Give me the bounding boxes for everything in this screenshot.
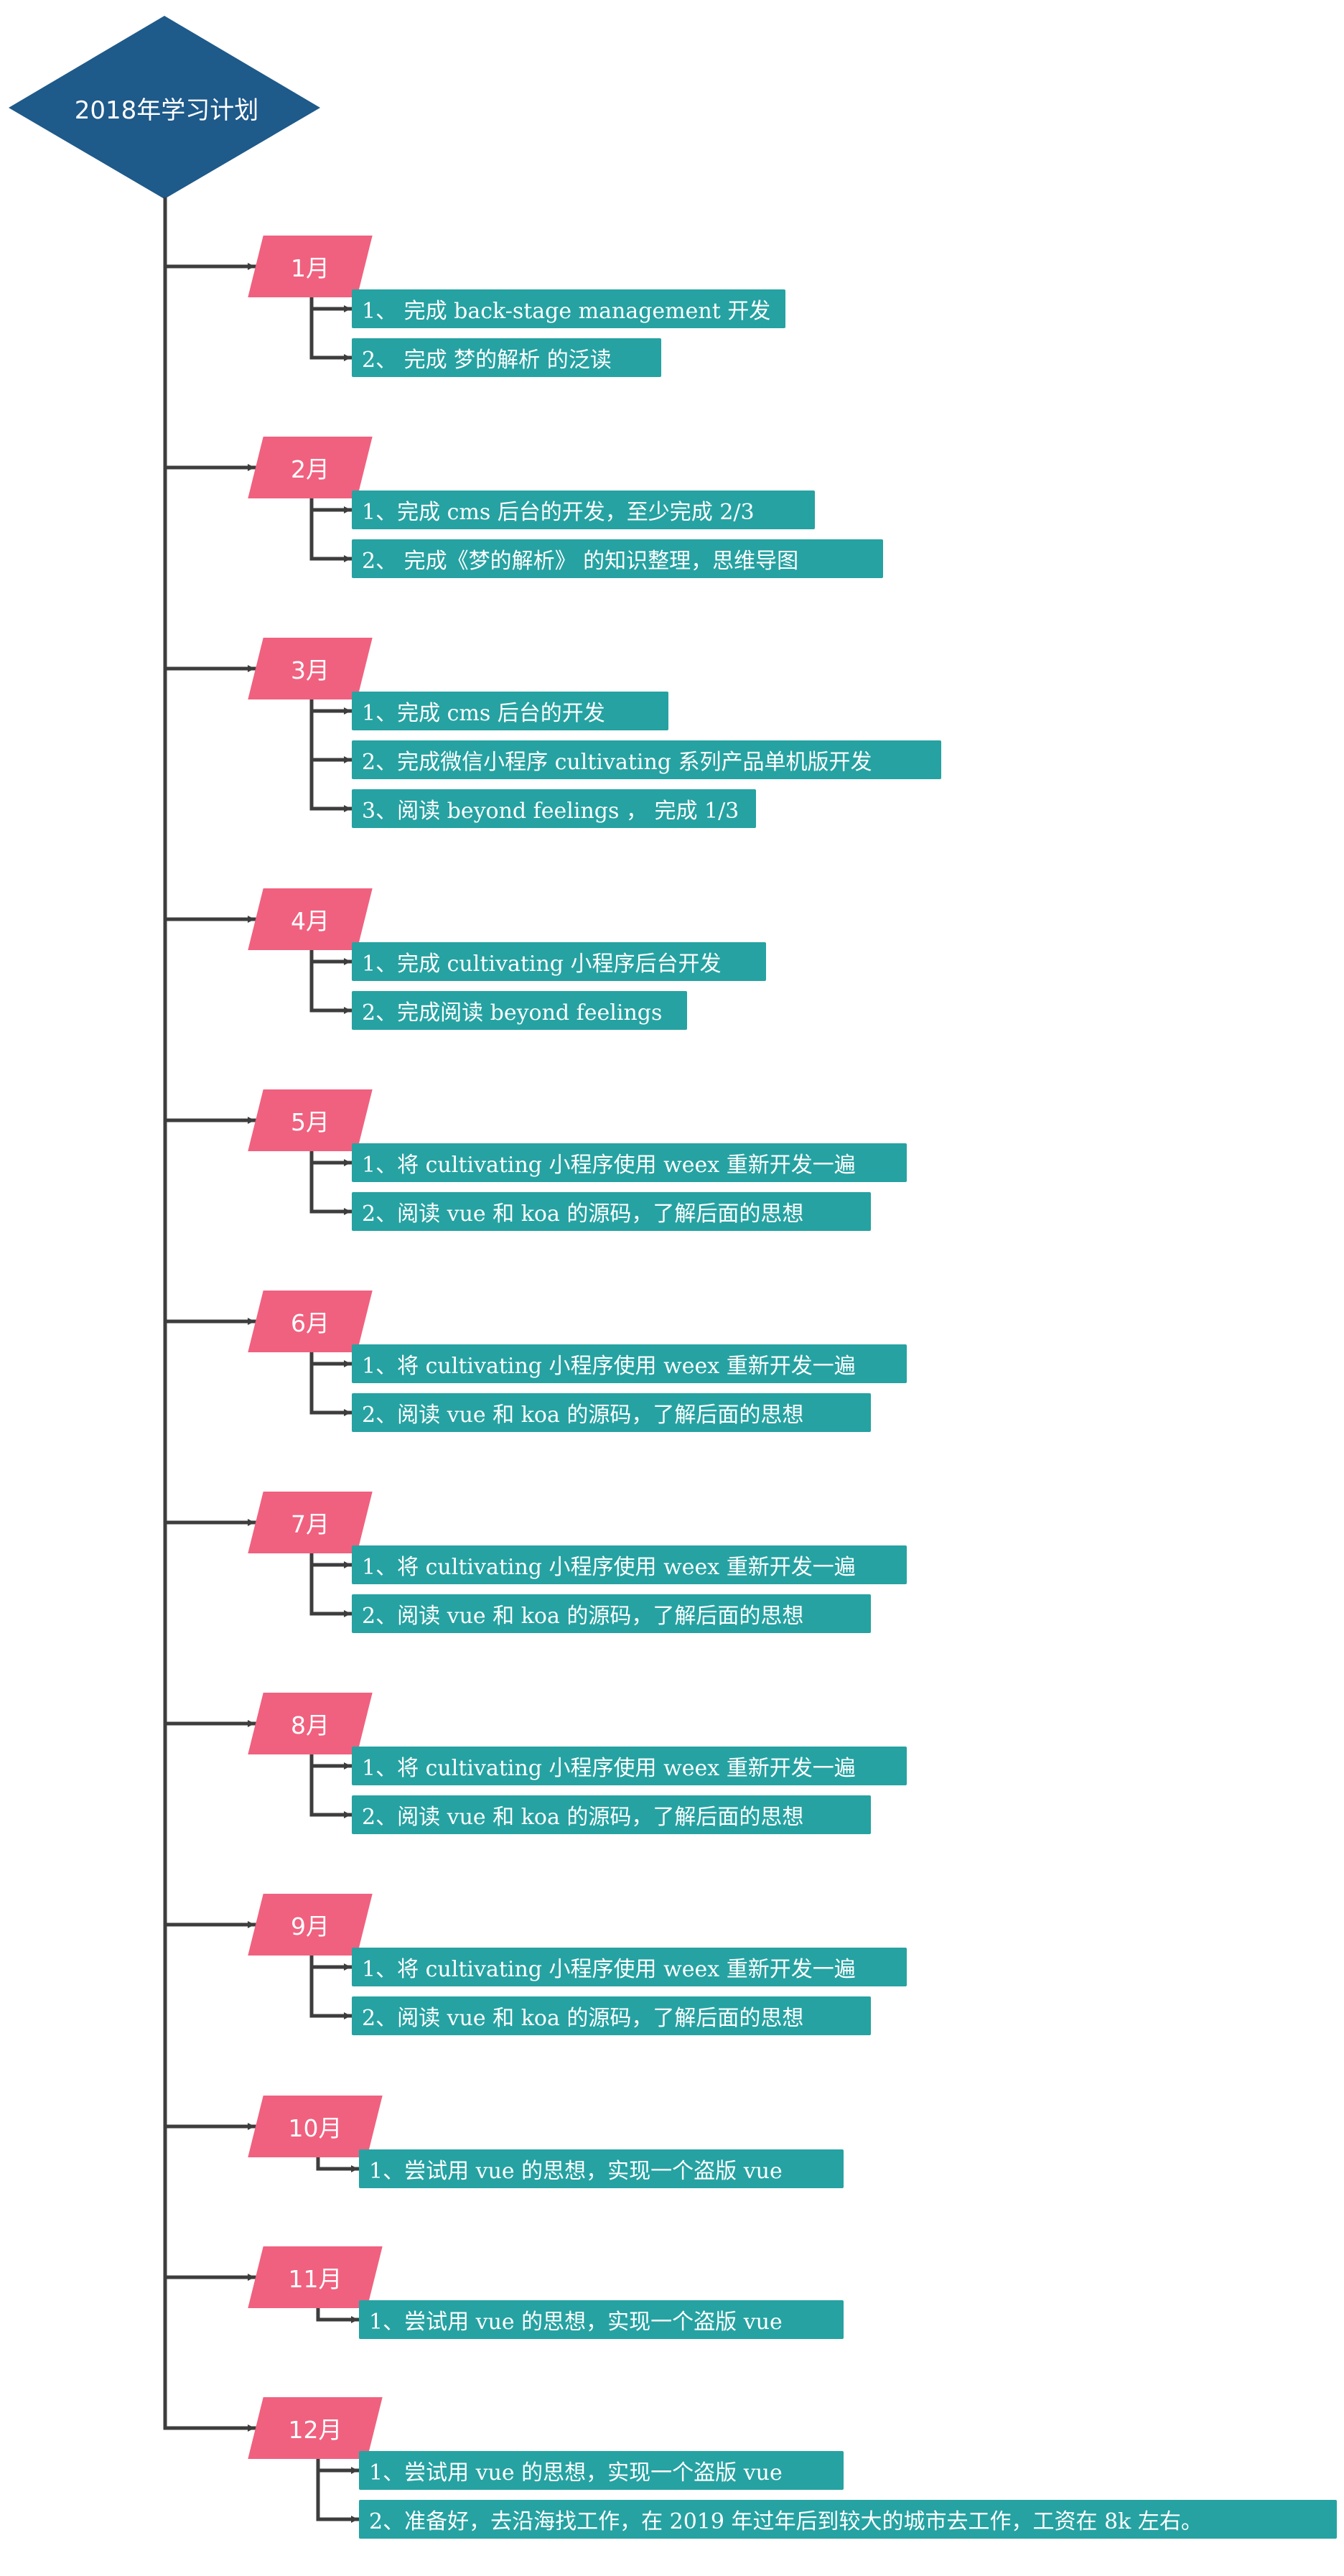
month-node-1[interactable]: 1月: [248, 236, 373, 297]
task-node[interactable]: 2、完成阅读 beyond feelings: [352, 991, 687, 1030]
task-node[interactable]: 1、将 cultivating 小程序使用 weex 重新开发一遍: [352, 1545, 907, 1584]
month-label: 4月: [291, 907, 330, 935]
month-label: 9月: [291, 1912, 330, 1940]
task-node[interactable]: 2、阅读 vue 和 koa 的源码，了解后面的思想: [352, 1594, 871, 1633]
task-node[interactable]: 2、阅读 vue 和 koa 的源码，了解后面的思想: [352, 1795, 871, 1834]
month-node-10[interactable]: 10月: [248, 2096, 383, 2157]
task-node[interactable]: 2、 完成 梦的解析 的泛读: [352, 338, 661, 377]
task-node[interactable]: 1、 完成 back-stage management 开发: [352, 289, 785, 328]
month-label: 6月: [291, 1309, 330, 1337]
month-node-6[interactable]: 6月: [248, 1291, 373, 1352]
connector-lines: [163, 197, 360, 2523]
task-node[interactable]: 1、尝试用 vue 的思想，实现一个盗版 vue: [359, 2451, 844, 2490]
month-label: 12月: [288, 2416, 342, 2444]
month-label: 3月: [291, 656, 330, 684]
task-node[interactable]: 1、尝试用 vue 的思想，实现一个盗版 vue: [359, 2149, 844, 2188]
month-label: 8月: [291, 1711, 330, 1739]
month-label: 7月: [291, 1510, 330, 1538]
task-node[interactable]: 2、阅读 vue 和 koa 的源码，了解后面的思想: [352, 1393, 871, 1432]
task-node[interactable]: 2、 完成《梦的解析》 的知识整理，思维导图: [352, 539, 883, 578]
task-node[interactable]: 1、将 cultivating 小程序使用 weex 重新开发一遍: [352, 1948, 907, 1986]
month-node-11[interactable]: 11月: [248, 2246, 383, 2308]
task-node[interactable]: 2、准备好，去沿海找工作，在 2019 年过年后到较大的城市去工作，工资在 8k…: [359, 2500, 1337, 2539]
month-label: 5月: [291, 1108, 330, 1136]
task-node[interactable]: 1、将 cultivating 小程序使用 weex 重新开发一遍: [352, 1143, 907, 1182]
month-node-12[interactable]: 12月: [248, 2397, 383, 2459]
month-node-7[interactable]: 7月: [248, 1492, 373, 1553]
task-node[interactable]: 1、完成 cultivating 小程序后台开发: [352, 942, 766, 981]
task-node[interactable]: 2、阅读 vue 和 koa 的源码，了解后面的思想: [352, 1996, 871, 2035]
task-node[interactable]: 1、完成 cms 后台的开发，至少完成 2/3: [352, 490, 815, 529]
task-node[interactable]: 2、完成微信小程序 cultivating 系列产品单机版开发: [352, 740, 941, 779]
task-node[interactable]: 1、完成 cms 后台的开发: [352, 692, 668, 730]
task-node[interactable]: 1、将 cultivating 小程序使用 weex 重新开发一遍: [352, 1344, 907, 1383]
month-node-2[interactable]: 2月: [248, 437, 373, 498]
root-node-title: 2018年学习计划: [74, 96, 259, 125]
month-label: 1月: [291, 254, 330, 282]
root-node-diamond[interactable]: [9, 16, 320, 199]
month-label: 11月: [288, 2265, 342, 2293]
month-node-8[interactable]: 8月: [248, 1693, 373, 1754]
month-node-5[interactable]: 5月: [248, 1089, 373, 1151]
task-node[interactable]: 1、尝试用 vue 的思想，实现一个盗版 vue: [359, 2300, 844, 2339]
month-node-4[interactable]: 4月: [248, 888, 373, 950]
month-label: 10月: [288, 2114, 342, 2142]
task-node[interactable]: 1、将 cultivating 小程序使用 weex 重新开发一遍: [352, 1747, 907, 1785]
month-node-9[interactable]: 9月: [248, 1894, 373, 1956]
task-node[interactable]: 3、阅读 beyond feelings ， 完成 1/3: [352, 789, 756, 828]
month-node-3[interactable]: 3月: [248, 638, 373, 699]
task-node[interactable]: 2、阅读 vue 和 koa 的源码，了解后面的思想: [352, 1192, 871, 1231]
month-label: 2月: [291, 455, 330, 483]
